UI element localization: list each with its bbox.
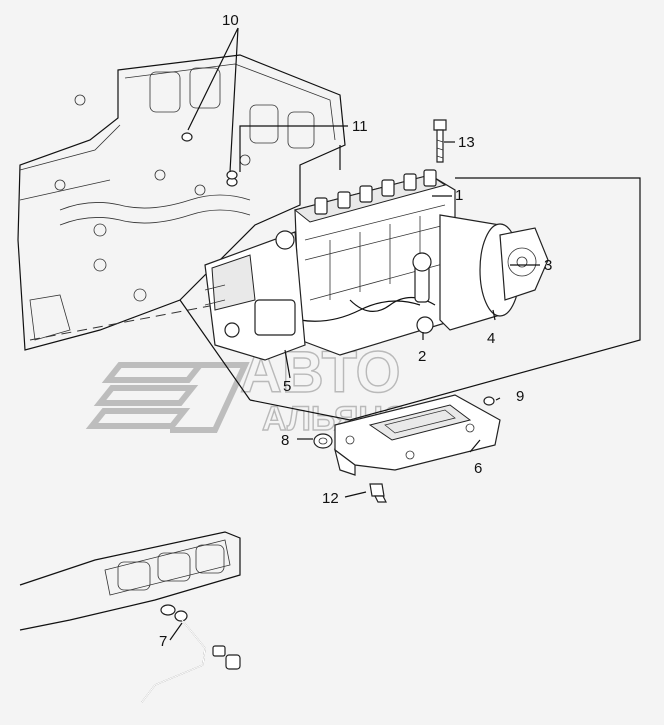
callout-labels: 10 11 13 1 3 4 2 5 9 8 6 12 7	[159, 12, 552, 650]
fuel-return-pipe-7	[141, 604, 241, 703]
washer-8	[313, 433, 333, 449]
callout-5: 5	[283, 378, 291, 395]
watermark-logo	[85, 362, 250, 433]
callout-13: 13	[458, 134, 475, 151]
callout-8: 8	[281, 432, 289, 449]
pump-mounting-bracket	[334, 394, 501, 476]
callout-2: 2	[418, 348, 426, 365]
bolt-13	[433, 119, 447, 163]
callout-6: 6	[474, 460, 482, 477]
fuel-lines	[299, 252, 436, 334]
leader-lines	[169, 27, 641, 641]
callout-3: 3	[544, 257, 552, 274]
callout-1: 1	[455, 187, 463, 204]
bolt-12	[369, 483, 387, 503]
callout-4: 4	[487, 330, 495, 347]
engine-block	[17, 54, 346, 351]
callout-10: 10	[222, 12, 239, 29]
lower-engine-block	[19, 531, 241, 631]
washer-9	[483, 396, 495, 406]
callout-7: 7	[159, 633, 167, 650]
washer-10	[181, 132, 193, 142]
washer-11	[226, 170, 238, 187]
callout-9: 9	[516, 388, 524, 405]
injection-pump-assembly	[204, 169, 549, 361]
callout-11: 11	[352, 118, 368, 135]
callout-12: 12	[322, 490, 339, 507]
timing-device	[499, 227, 549, 301]
delivery-valves	[314, 169, 437, 215]
